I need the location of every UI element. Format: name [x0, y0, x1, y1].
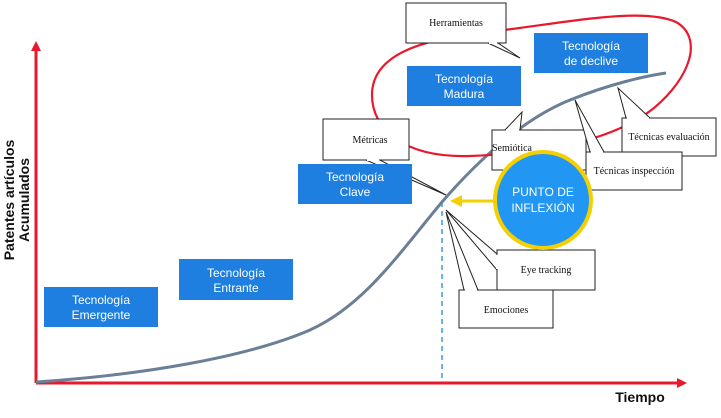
- inflection-label-line1: PUNTO DE: [512, 185, 574, 199]
- inflection-label-line2: INFLEXIÓN: [511, 200, 574, 215]
- stage-declive: Tecnología de declive: [534, 33, 648, 73]
- callout-semiotica-label: Semiótica: [492, 143, 533, 154]
- callout-eye-tracking-label: Eye tracking: [521, 265, 572, 276]
- callout-tecnicas-inspeccion-label: Técnicas inspección: [594, 166, 675, 177]
- callout-herramientas: Herramientas: [405, 2, 521, 59]
- stage-entrante: Tecnología Entrante: [179, 259, 293, 300]
- callout-metricas-label: Métricas: [353, 135, 388, 146]
- s-curve: [35, 71, 667, 384]
- y-axis-label-line2: Acumulados: [16, 158, 32, 242]
- callout-tecnicas-evaluacion-label: Técnicas evaluación: [628, 132, 709, 143]
- stage-clave: Tecnología Clave: [298, 164, 412, 204]
- callout-tecnicas-evaluacion: Técnicas evaluación: [617, 86, 717, 157]
- callout-herramientas-label: Herramientas: [429, 18, 483, 29]
- x-axis-label: Tiempo: [615, 389, 665, 405]
- stage-emergente-line1: Tecnología: [72, 293, 130, 307]
- stage-madura-line1: Tecnología: [435, 72, 493, 86]
- callout-emociones: Emociones: [445, 211, 554, 329]
- stage-madura: Tecnología Madura: [407, 66, 521, 106]
- inflection-circle: [493, 150, 593, 250]
- y-axis-label-line1: Patentes artículos: [1, 139, 17, 260]
- stage-entrante-line2: Entrante: [213, 281, 259, 295]
- stage-madura-line2: Madura: [444, 87, 485, 101]
- stage-entrante-line1: Tecnología: [207, 266, 265, 280]
- callout-emociones-label: Emociones: [484, 305, 529, 316]
- stage-clave-line2: Clave: [340, 185, 371, 199]
- stage-declive-line1: Tecnología: [562, 39, 620, 53]
- stage-declive-line2: de declive: [564, 54, 618, 68]
- callout-tecnicas-inspeccion: Técnicas inspección: [574, 99, 683, 191]
- stage-emergente-line2: Emergente: [72, 308, 131, 322]
- stage-clave-line1: Tecnología: [326, 170, 384, 184]
- stage-emergente: Tecnología Emergente: [44, 287, 158, 327]
